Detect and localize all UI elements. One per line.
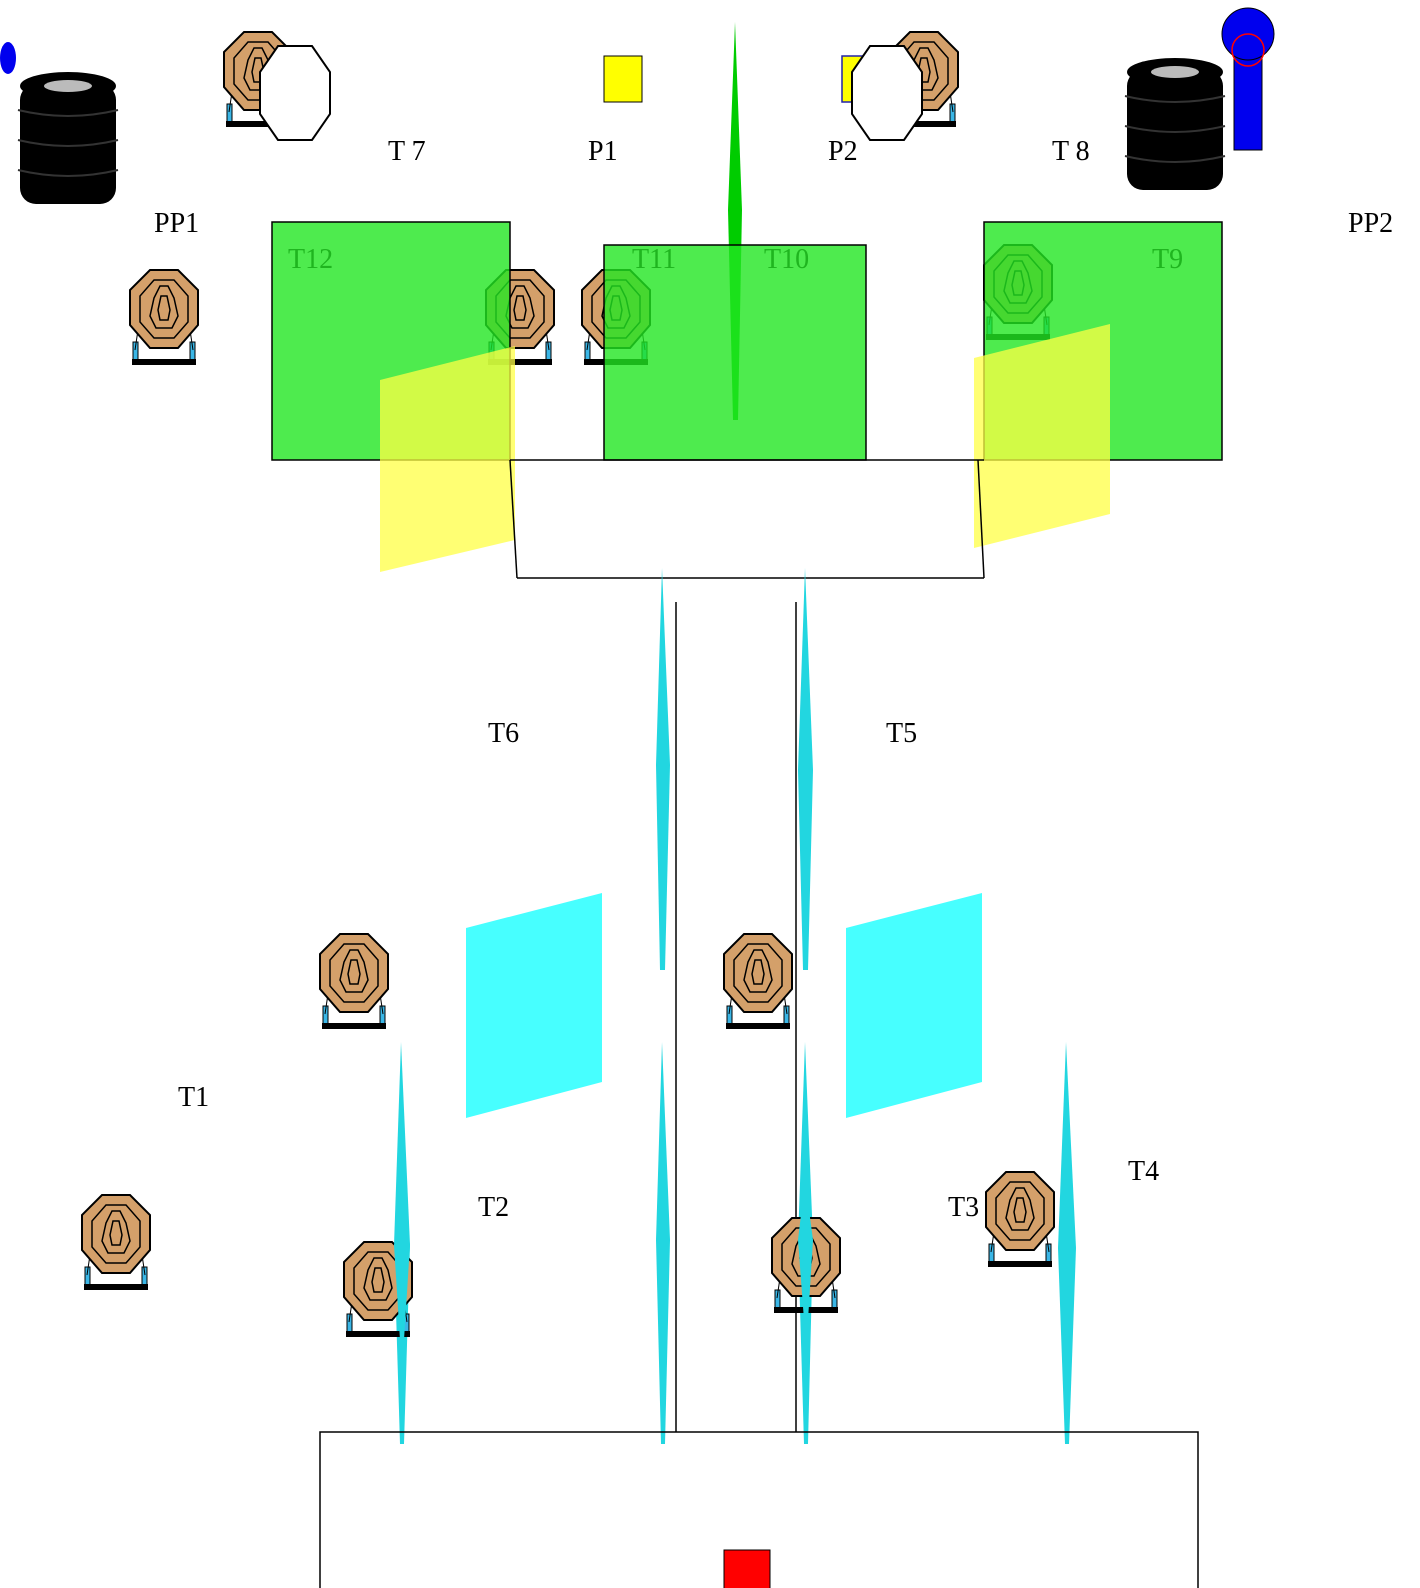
- yellow-panel-left: [380, 346, 515, 572]
- wall-fault-left: [509, 459, 518, 579]
- pp1-target-icon: [129, 269, 199, 366]
- cyan-panel-right: [846, 893, 982, 1118]
- label-t4: T4: [1128, 1156, 1159, 1187]
- no-shoot-left-icon: [259, 45, 331, 141]
- cyan-divider-5-overlay: [798, 1180, 813, 1320]
- label-t1: T1: [178, 1082, 209, 1113]
- cyan-panel-left: [466, 893, 602, 1118]
- label-t9: T9: [1152, 244, 1183, 275]
- popper-right-icon: [1221, 7, 1275, 151]
- label-t2: T2: [478, 1192, 509, 1223]
- t1-target-icon: [81, 1194, 151, 1291]
- p1-marker: [603, 55, 643, 103]
- label-pp1: PP1: [154, 208, 199, 239]
- cyan-divider-1: [656, 568, 670, 970]
- tire-stack-left-icon: [17, 71, 119, 205]
- cyan-divider-3-overlay: [394, 1180, 410, 1340]
- cyan-divider-4: [656, 1042, 670, 1444]
- popper-left-icon: [0, 42, 16, 74]
- label-p1: P1: [588, 136, 618, 167]
- cyan-divider-6: [1058, 1042, 1076, 1444]
- label-t11: T11: [632, 244, 676, 275]
- label-p2: P2: [828, 136, 858, 167]
- label-pp2: PP2: [1348, 208, 1393, 239]
- tire-stack-right-icon: [1124, 57, 1226, 191]
- yellow-panel-right: [974, 324, 1110, 548]
- cyan-divider-2: [798, 568, 813, 970]
- t5-target-icon: [723, 933, 793, 1030]
- wall-fault-right: [977, 459, 985, 579]
- label-t12: T12: [288, 244, 333, 275]
- label-t7: T 7: [388, 136, 426, 167]
- t6-target-icon: [319, 933, 389, 1030]
- zone-t11-t10: [603, 244, 867, 461]
- t4-target-icon: [985, 1171, 1055, 1268]
- label-t8: T 8: [1052, 136, 1090, 167]
- label-t5: T5: [886, 718, 917, 749]
- no-shoot-right-icon: [851, 45, 923, 141]
- label-t10: T10: [764, 244, 809, 275]
- label-t3: T3: [948, 1192, 979, 1223]
- label-t6: T6: [488, 718, 519, 749]
- start-position-marker: [723, 1549, 771, 1588]
- start-area: [319, 1431, 1199, 1588]
